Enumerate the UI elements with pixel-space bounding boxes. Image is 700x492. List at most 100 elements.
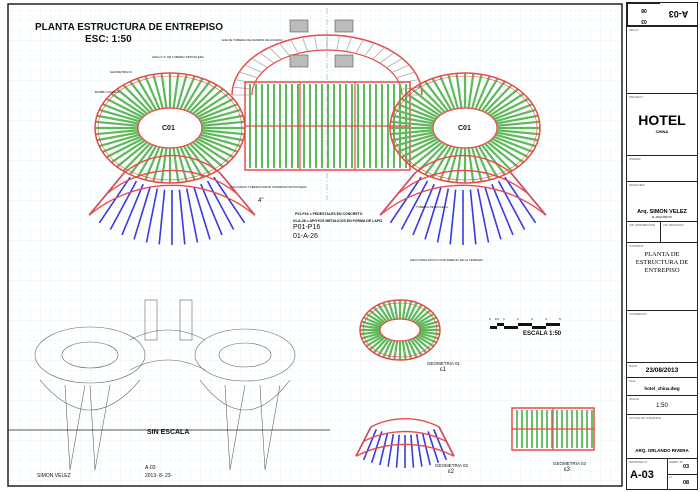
geometry-01-label: GEOMETRIA 01 (427, 361, 461, 366)
project-box: PROJECT HOTEL CHINA (626, 93, 698, 156)
scale-value: 1:50 (656, 403, 668, 409)
ramp-joist (279, 42, 290, 57)
left-ellipse-outer-ring (94, 72, 246, 184)
left-ellipse-bamboo (201, 120, 245, 127)
callout-6: ARCO PARA APOYO POR DEBAJO DE LA TERRAZA (410, 258, 483, 262)
ellipse-label-left: C01 (162, 125, 175, 132)
left-ellipse-bamboo (179, 75, 196, 110)
scale-bar-segment (490, 326, 497, 329)
left-ellipse-bamboo (98, 133, 141, 148)
ramp-joist (259, 52, 275, 64)
left-ellipse-bamboo (194, 139, 230, 164)
right-ellipse-bamboo (484, 84, 513, 114)
right-ellipse-outer-ring-inner (392, 75, 538, 181)
right-ellipse-bamboo (474, 146, 491, 181)
detail-fan-blue-beam (395, 434, 400, 468)
right-ellipse-bamboo (481, 144, 506, 176)
detail-ellipse-bamboo (361, 332, 382, 340)
right-fan-blue-beam (449, 189, 457, 245)
detail-ellipse-bamboo (361, 320, 382, 328)
right-ellipse-bamboo (397, 103, 437, 121)
left-ellipse-bamboo (102, 103, 142, 121)
left-ellipse-bamboo (144, 146, 161, 181)
left-fan-edge (88, 172, 125, 216)
right-ellipse-bamboo (447, 147, 459, 182)
detail-fan-arc (363, 430, 447, 443)
tower-pedestal (289, 54, 309, 68)
geometry-02-code: ε2 (448, 469, 455, 475)
right-ellipse-bamboo (493, 135, 533, 153)
left-ellipse-bamboo (172, 147, 180, 183)
right-ellipse-bamboo (455, 147, 463, 183)
left-ellipse-bamboo (116, 141, 149, 168)
sheet-number: 03 (683, 464, 690, 470)
ramp-joist (346, 36, 352, 52)
right-ellipse-bamboo (481, 80, 506, 112)
sketch-ellipse (34, 326, 146, 384)
detail-ellipse-bamboo (419, 324, 440, 330)
left-ellipse-bamboo (200, 114, 244, 125)
geometry-03-label: GEOMETRIA 03 (553, 461, 587, 466)
detail-ellipse-bamboo (416, 312, 435, 325)
right-ellipse-bamboo (447, 74, 459, 109)
left-ellipse-bamboo (152, 74, 164, 109)
detail-fan-blue-beam (387, 433, 395, 467)
right-ellipse-bamboo (489, 139, 525, 164)
right-ellipse-bamboo (393, 108, 436, 123)
right-ellipse-bamboo (455, 73, 463, 109)
right-ellipse-bamboo (411, 141, 444, 168)
scale-bar-tick-label: 4 (545, 317, 547, 321)
ramp-joist (336, 35, 340, 51)
right-ellipse-bamboo (477, 77, 499, 111)
callout-4: BAMBU GUADUA (95, 90, 120, 94)
detail-fan-blue-beam (362, 428, 378, 461)
left-ellipse-bamboo (199, 133, 242, 148)
left-ellipse-bamboo (95, 129, 139, 136)
sheet-box: DRAWING N° A-03 SHEET N° 03 of 08 (626, 458, 698, 490)
left-ellipse-bamboo (98, 108, 141, 123)
ramp-joist (355, 39, 364, 54)
right-fan-blue-beam (476, 188, 490, 243)
ramp-joist (239, 71, 258, 79)
right-ellipse-bamboo (439, 146, 456, 181)
detail-fan-blue-beam (427, 431, 440, 463)
file-value: hotel_china.dwg (644, 386, 680, 391)
designer-name: Arq. SIMON VELEZ (637, 209, 687, 215)
owner-box: OWNER (626, 155, 698, 182)
ramp-joist (401, 86, 422, 90)
right-ellipse-bamboo (417, 84, 446, 114)
sketch-ellipse (61, 341, 119, 369)
right-ellipse-bamboo (431, 77, 453, 111)
content-box: CONTENT PLANTA DE ESTRUCTURA DE ENTREPIS… (626, 242, 698, 311)
right-ellipse-bamboo (471, 147, 483, 182)
left-ellipse-bamboo (152, 147, 164, 182)
right-ellipse-bamboo (405, 139, 441, 164)
note-2: 01-A-26 = APOYOS METALICOS EN FORMA DE L… (293, 219, 383, 223)
ellipse-label-right: C01 (458, 125, 471, 132)
left-fan-blue-beam (213, 176, 246, 224)
left-ellipse-bamboo (116, 88, 149, 115)
scale-bar-segment (546, 323, 560, 326)
ramp-joist (364, 42, 375, 57)
scale-bar-segment (518, 323, 532, 326)
left-ellipse-bamboo (176, 147, 188, 182)
scale-bar-segment (532, 326, 546, 329)
geometry-01-code: ε1 (440, 367, 447, 373)
designer-title: M. ARQUITECTO (652, 216, 672, 219)
note-1: P01-P16 = PEDESTALES EN CONCRETO (295, 212, 363, 216)
left-ellipse-bamboo (186, 80, 211, 112)
footer-date: 2013- 8- 23- (145, 473, 173, 479)
right-ellipse-bamboo (391, 131, 435, 142)
right-ellipse-bamboo (390, 120, 434, 127)
left-ellipse-bamboo (191, 141, 224, 168)
detail-ellipse-bamboo (418, 320, 439, 328)
left-ellipse-bamboo (160, 147, 168, 183)
right-ellipse-bamboo (491, 137, 530, 159)
detail-ellipse-bamboo (417, 316, 437, 327)
detail-fan-edge (355, 426, 372, 457)
sketch-tower (179, 299, 193, 341)
ramp-joist (391, 64, 410, 73)
right-fan-blue-beam (389, 176, 422, 224)
